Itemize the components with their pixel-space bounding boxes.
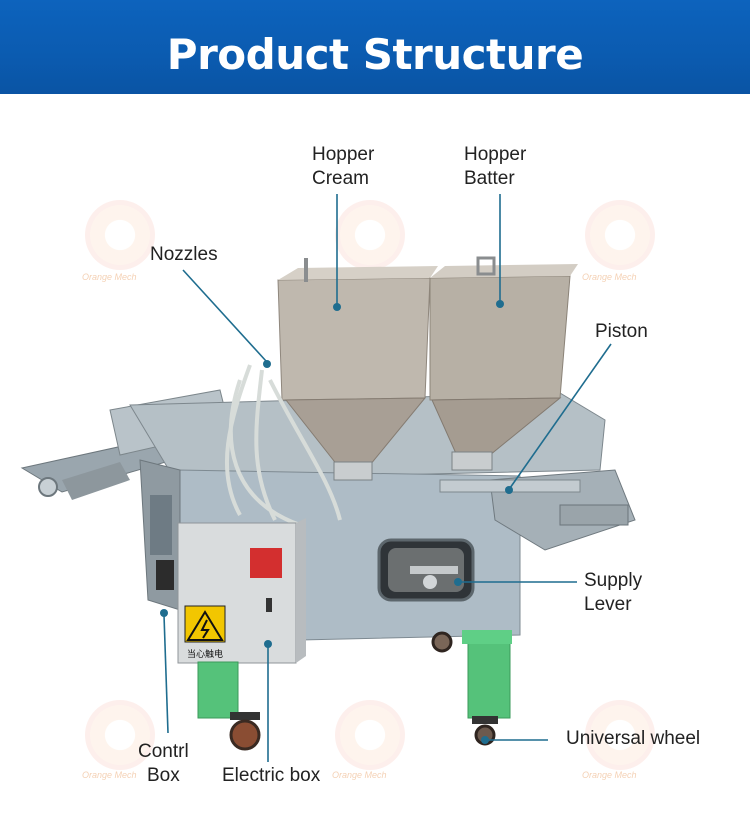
- label-universal-wheel: Universal wheel: [566, 728, 701, 749]
- leader-control-box: [163, 614, 169, 734]
- page-title: Product Structure: [166, 30, 584, 79]
- hopper-batter: [429, 264, 578, 471]
- leg-right: [467, 635, 511, 719]
- supply-lever-window: [377, 538, 475, 602]
- watermark-logo: [585, 700, 655, 770]
- rear-wheel: [431, 631, 453, 653]
- watermark-logo: [85, 200, 155, 270]
- label-hopper-cream: Hopper Cream: [312, 143, 374, 191]
- label-line: Hopper: [464, 144, 527, 165]
- hopper-cream: [277, 266, 438, 481]
- control-box: 当心触电: [177, 518, 306, 664]
- wheel-left: [229, 712, 261, 751]
- watermark-logo: [335, 200, 405, 270]
- label-supply-lever: Supply Lever: [584, 569, 642, 617]
- label-line: Batter: [464, 168, 515, 189]
- watermark-text: Orange Mech: [582, 272, 637, 282]
- watermark-text: Orange Mech: [82, 272, 137, 282]
- header-banner: Product Structure: [0, 0, 750, 94]
- label-line: Lever: [584, 594, 632, 615]
- piston-assembly: [439, 469, 636, 551]
- watermark-logo: [85, 700, 155, 770]
- label-piston: Piston: [595, 321, 648, 342]
- label-line: Cream: [312, 168, 370, 189]
- leader-lines: [163, 194, 612, 762]
- warning-sticker-text: 当心触电: [187, 648, 223, 660]
- key-switch[interactable]: [266, 598, 272, 612]
- label-line: Supply: [584, 570, 643, 591]
- watermark-logo: [585, 200, 655, 270]
- label-line: Box: [146, 765, 180, 786]
- label-line: Contrl: [138, 741, 189, 762]
- label-electric-box: Electric box: [222, 765, 321, 786]
- leader-nozzles: [182, 269, 267, 362]
- watermark-text: Orange Mech: [582, 770, 637, 780]
- label-line: Hopper: [312, 144, 375, 165]
- warning-label-red: [250, 548, 282, 578]
- watermark-logo: [335, 700, 405, 770]
- label-nozzles: Nozzles: [150, 244, 218, 265]
- side-panel: [150, 495, 172, 555]
- label-hopper-batter: Hopper Batter: [464, 143, 526, 191]
- nozzle-tubes: [224, 364, 342, 527]
- leader-dots: [160, 300, 513, 744]
- label-control-box: Contrl Box: [138, 740, 189, 788]
- leg-left: [197, 661, 239, 719]
- watermark-text: Orange Mech: [82, 770, 137, 780]
- leader-piston: [509, 343, 612, 489]
- power-socket: [156, 560, 174, 590]
- leg-right-cap: [462, 630, 512, 644]
- watermark-text: Orange Mech: [332, 770, 387, 780]
